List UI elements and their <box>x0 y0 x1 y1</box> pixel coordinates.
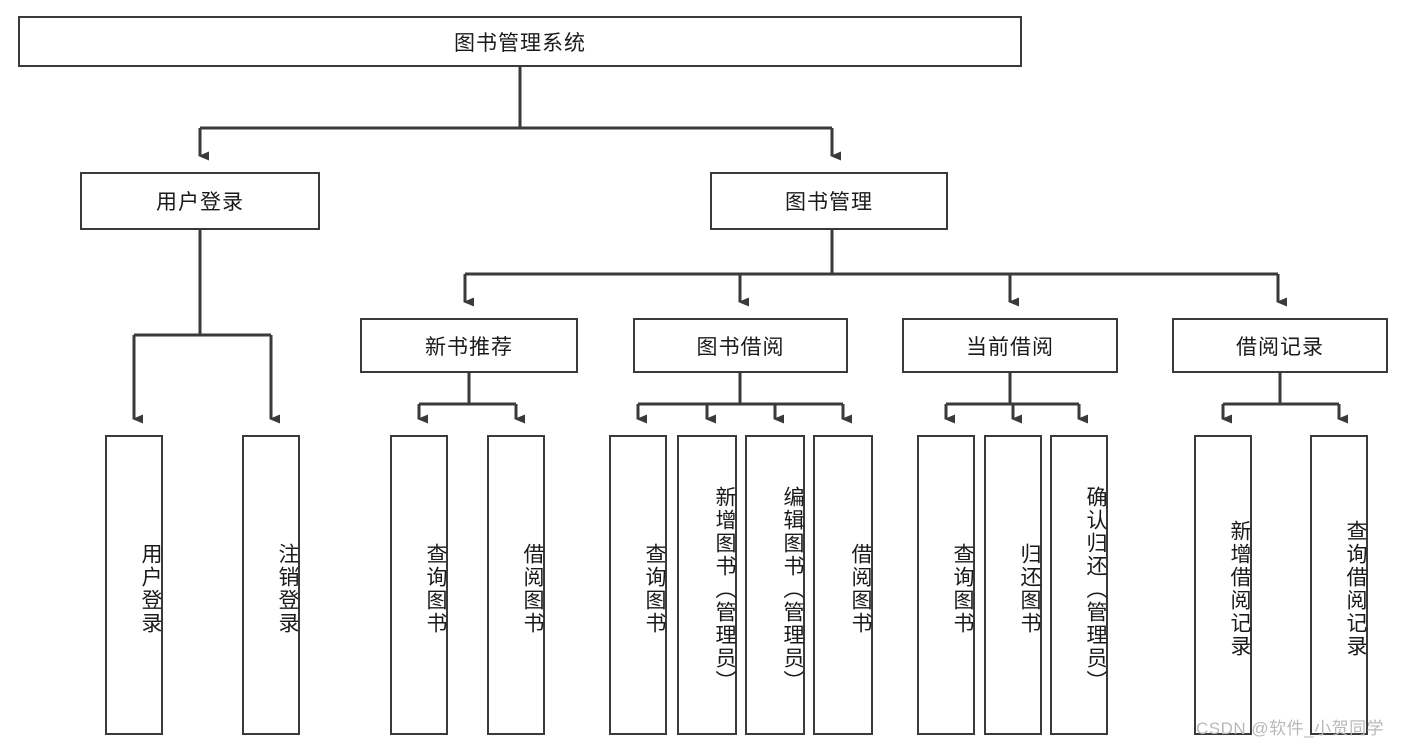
node-current-borrow-label: 当前借阅 <box>966 335 1054 359</box>
node-leaf-query-book-2[interactable]: 查询图书 <box>609 435 667 735</box>
node-user-login[interactable]: 用户登录 <box>80 172 320 230</box>
node-leaf-query-book-1-label: 查询图书 <box>424 543 447 635</box>
node-leaf-borrow-book-1-label: 借阅图书 <box>521 543 544 635</box>
node-leaf-borrow-book-1[interactable]: 借阅图书 <box>487 435 545 735</box>
node-leaf-borrow-book-2-label: 借阅图书 <box>849 543 872 635</box>
node-leaf-user-login[interactable]: 用户登录 <box>105 435 163 735</box>
node-leaf-add-book-label: 新增图书（管理员） <box>713 485 736 693</box>
node-leaf-query-book-2-label: 查询图书 <box>643 543 666 635</box>
node-leaf-query-record-label: 查询借阅记录 <box>1344 520 1367 658</box>
node-leaf-confirm-return[interactable]: 确认归还（管理员） <box>1050 435 1108 735</box>
node-leaf-query-record[interactable]: 查询借阅记录 <box>1310 435 1368 735</box>
node-leaf-add-book[interactable]: 新增图书（管理员） <box>677 435 737 735</box>
node-leaf-query-book-1[interactable]: 查询图书 <box>390 435 448 735</box>
node-current-borrow[interactable]: 当前借阅 <box>902 318 1118 373</box>
node-leaf-add-record-label: 新增借阅记录 <box>1228 520 1251 658</box>
node-root[interactable]: 图书管理系统 <box>18 16 1022 67</box>
node-leaf-logout[interactable]: 注销登录 <box>242 435 300 735</box>
node-new-book-rec-label: 新书推荐 <box>425 335 513 359</box>
node-new-book-rec[interactable]: 新书推荐 <box>360 318 578 373</box>
node-leaf-add-record[interactable]: 新增借阅记录 <box>1194 435 1252 735</box>
node-leaf-query-book-3-label: 查询图书 <box>951 543 974 635</box>
node-leaf-query-book-3[interactable]: 查询图书 <box>917 435 975 735</box>
csdn-watermark: CSDN @软件_小贺同学 <box>1196 719 1385 738</box>
node-leaf-borrow-book-2[interactable]: 借阅图书 <box>813 435 873 735</box>
node-user-login-label: 用户登录 <box>156 191 244 214</box>
node-root-label: 图书管理系统 <box>454 31 586 55</box>
node-leaf-logout-label: 注销登录 <box>276 543 299 635</box>
node-book-borrow[interactable]: 图书借阅 <box>633 318 848 373</box>
node-leaf-return-book-label: 归还图书 <box>1018 543 1041 635</box>
node-book-manage[interactable]: 图书管理 <box>710 172 948 230</box>
node-leaf-edit-book-label: 编辑图书（管理员） <box>781 485 804 693</box>
node-leaf-user-login-label: 用户登录 <box>139 543 162 635</box>
node-leaf-return-book[interactable]: 归还图书 <box>984 435 1042 735</box>
node-borrow-record-label: 借阅记录 <box>1236 335 1324 359</box>
node-book-manage-label: 图书管理 <box>785 191 873 214</box>
node-leaf-confirm-return-label: 确认归还（管理员） <box>1084 485 1107 693</box>
node-book-borrow-label: 图书借阅 <box>696 335 785 359</box>
node-borrow-record[interactable]: 借阅记录 <box>1172 318 1388 373</box>
node-leaf-edit-book[interactable]: 编辑图书（管理员） <box>745 435 805 735</box>
